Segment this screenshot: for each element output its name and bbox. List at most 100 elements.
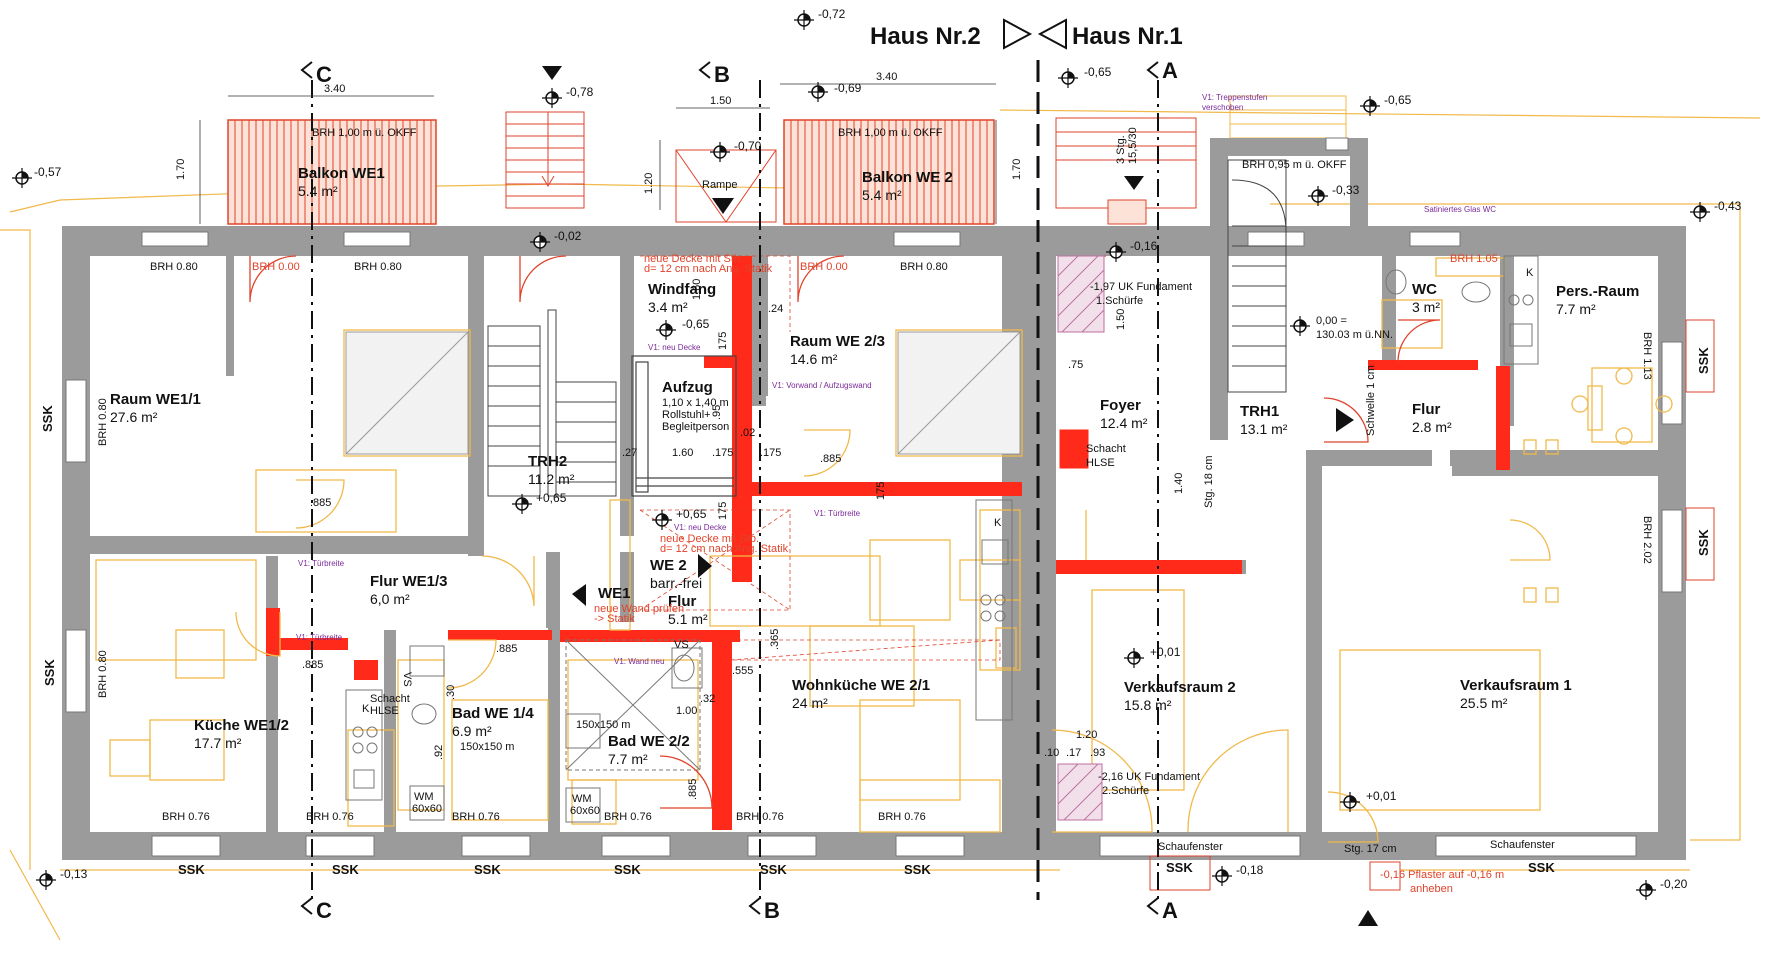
area-verkaufsraum2: 15.8 m²	[1124, 697, 1172, 713]
brh-076a: BRH 0.76	[162, 811, 210, 823]
schwelle-label: Schwelle 1 cm	[1365, 365, 1377, 436]
level-p001a: +0,01	[1150, 645, 1181, 659]
room-wohnkueche-we21: Wohnküche WE 2/1	[792, 677, 930, 694]
schacht-label-1: Schacht	[370, 693, 410, 705]
wm-2: WM	[572, 793, 592, 805]
brh-076c: BRH 0.76	[452, 811, 500, 823]
pflaster-note-2: anheben	[1410, 883, 1453, 895]
k-label-1: K	[362, 703, 370, 715]
level-quadrant	[1646, 884, 1652, 890]
hlse-label-1: HLSE	[370, 705, 399, 717]
level-002: -0,02	[554, 229, 582, 243]
level-065w: -0,65	[682, 317, 710, 331]
room-bad-we22: Bad WE 2/2	[608, 733, 690, 750]
section-markers	[300, 61, 1159, 915]
fundament-2: -2,16 UK Fundament	[1098, 771, 1200, 783]
note-tuerbreite-2: V1: Türbreite	[296, 633, 343, 642]
dim-885-c: .885	[496, 643, 517, 655]
level-quadrant	[1350, 796, 1356, 802]
dim-150-top: 1.50	[710, 95, 731, 107]
level-quadrant	[540, 236, 546, 242]
note-decke-4: d= 12 cm nach Ang. Statik	[660, 543, 789, 555]
level-quadrant	[1116, 246, 1122, 252]
ssk-boxes	[1149, 319, 1715, 891]
dim-030: .30	[445, 685, 457, 700]
ssk-4: SSK	[332, 862, 359, 877]
level-033: -0,33	[1332, 183, 1360, 197]
dim-092: .92	[433, 745, 445, 760]
aufzug-size: 1,10 x 1,40 m	[662, 397, 729, 409]
dim-002: .02	[740, 427, 755, 439]
level-quadrant	[666, 324, 672, 330]
level-quadrant	[662, 514, 668, 520]
level-069: -0,69	[834, 81, 862, 95]
room-trh2: TRH2	[528, 453, 567, 470]
area-wohnkueche-we21: 24 m²	[792, 695, 828, 711]
ssk-10: SSK	[1528, 860, 1555, 875]
dim-024: .24	[768, 303, 783, 315]
room-pers-raum: Pers.-Raum	[1556, 283, 1639, 300]
brh-076b: BRH 0.76	[306, 811, 354, 823]
section-c-top: C	[316, 62, 332, 87]
area-balkon-we1: 5.4 m²	[298, 183, 338, 199]
level-p065a: +0,65	[536, 491, 567, 505]
new-walls	[266, 256, 1510, 830]
area-flur-we13: 6,0 m²	[370, 591, 410, 607]
ssk-7: SSK	[760, 862, 787, 877]
area-we2-flur: 5.1 m²	[668, 611, 708, 627]
area-foyer: 12.4 m²	[1100, 415, 1148, 431]
note-treppenstufen-1: V1: Treppenstufen	[1202, 93, 1267, 102]
foundation-pits	[1057, 255, 1105, 821]
level-quadrant	[1700, 206, 1706, 212]
ssk-8: SSK	[904, 862, 931, 877]
level-057: -0,57	[34, 165, 62, 179]
vs-label-2: VS	[674, 639, 689, 651]
level-quadrant	[552, 92, 558, 98]
dim-150-h1: 1.50	[1115, 309, 1127, 330]
aufzug-line2: Rollstuhl+	[662, 409, 711, 421]
section-a-bottom: A	[1162, 898, 1178, 923]
dim-075: .75	[1068, 359, 1083, 371]
dim-885-a: .885	[310, 497, 331, 509]
level-quadrant	[1222, 870, 1228, 876]
room-raum-we23: Raum WE 2/3	[790, 333, 885, 350]
level-065b: -0,65	[1384, 93, 1412, 107]
level-quadrant	[818, 86, 824, 92]
dusche-size-2: 150x150 m	[576, 719, 630, 731]
note-tuerbreite-1: V1: Türbreite	[298, 559, 345, 568]
level-nn-line1: 0,00 =	[1316, 315, 1347, 327]
dim-170-left: 1.70	[175, 159, 187, 180]
haus-divider-arrows	[1003, 18, 1067, 50]
note-decke-2: d= 12 cm nach Ang. Statik	[644, 263, 773, 275]
level-nn-line2: 130.03 m ü.NN.	[1316, 329, 1393, 341]
ssk-5: SSK	[474, 862, 501, 877]
room-we2-flur-line3: Flur	[668, 593, 696, 610]
level-quadrant	[720, 146, 726, 152]
dim-120-top: 1.20	[643, 173, 655, 194]
brh-095: BRH 0,95 m ü. OKFF	[1242, 159, 1347, 171]
room-aufzug: Aufzug	[662, 379, 713, 396]
area-wc: 3 m²	[1412, 299, 1440, 315]
dim-170-right: 1.70	[1011, 159, 1023, 180]
dim-885-b: .885	[302, 659, 323, 671]
room-bad-we14: Bad WE 1/4	[452, 705, 534, 722]
room-balkon-we1: Balkon WE1	[298, 165, 385, 182]
staircase-trh1	[1227, 159, 1287, 393]
ssk-6: SSK	[614, 862, 641, 877]
section-a-top: A	[1162, 58, 1178, 83]
room-balkon-we2: Balkon WE 2	[862, 169, 953, 186]
level-quadrant	[1068, 72, 1074, 78]
brh-080b: BRH 0.80	[354, 261, 402, 273]
note-v1-decke: V1: neu Decke	[648, 343, 701, 352]
level-070: -0,70	[734, 139, 762, 153]
dusche-size-1: 150x150 m	[460, 741, 514, 753]
dim-175-d: 175	[717, 502, 729, 520]
area-verkaufsraum1: 25.5 m²	[1460, 695, 1508, 711]
note-wand-pruefen: neue Wand prüfen	[594, 603, 684, 615]
steps-size: 15,5/30	[1127, 127, 1139, 164]
ssk-1: SSK	[40, 405, 55, 432]
brh-080-v2: BRH 0.80	[97, 650, 109, 698]
staircase-trh2	[487, 309, 617, 497]
dim-340-left: 3.40	[324, 83, 345, 95]
dim-095: .95	[711, 405, 723, 420]
